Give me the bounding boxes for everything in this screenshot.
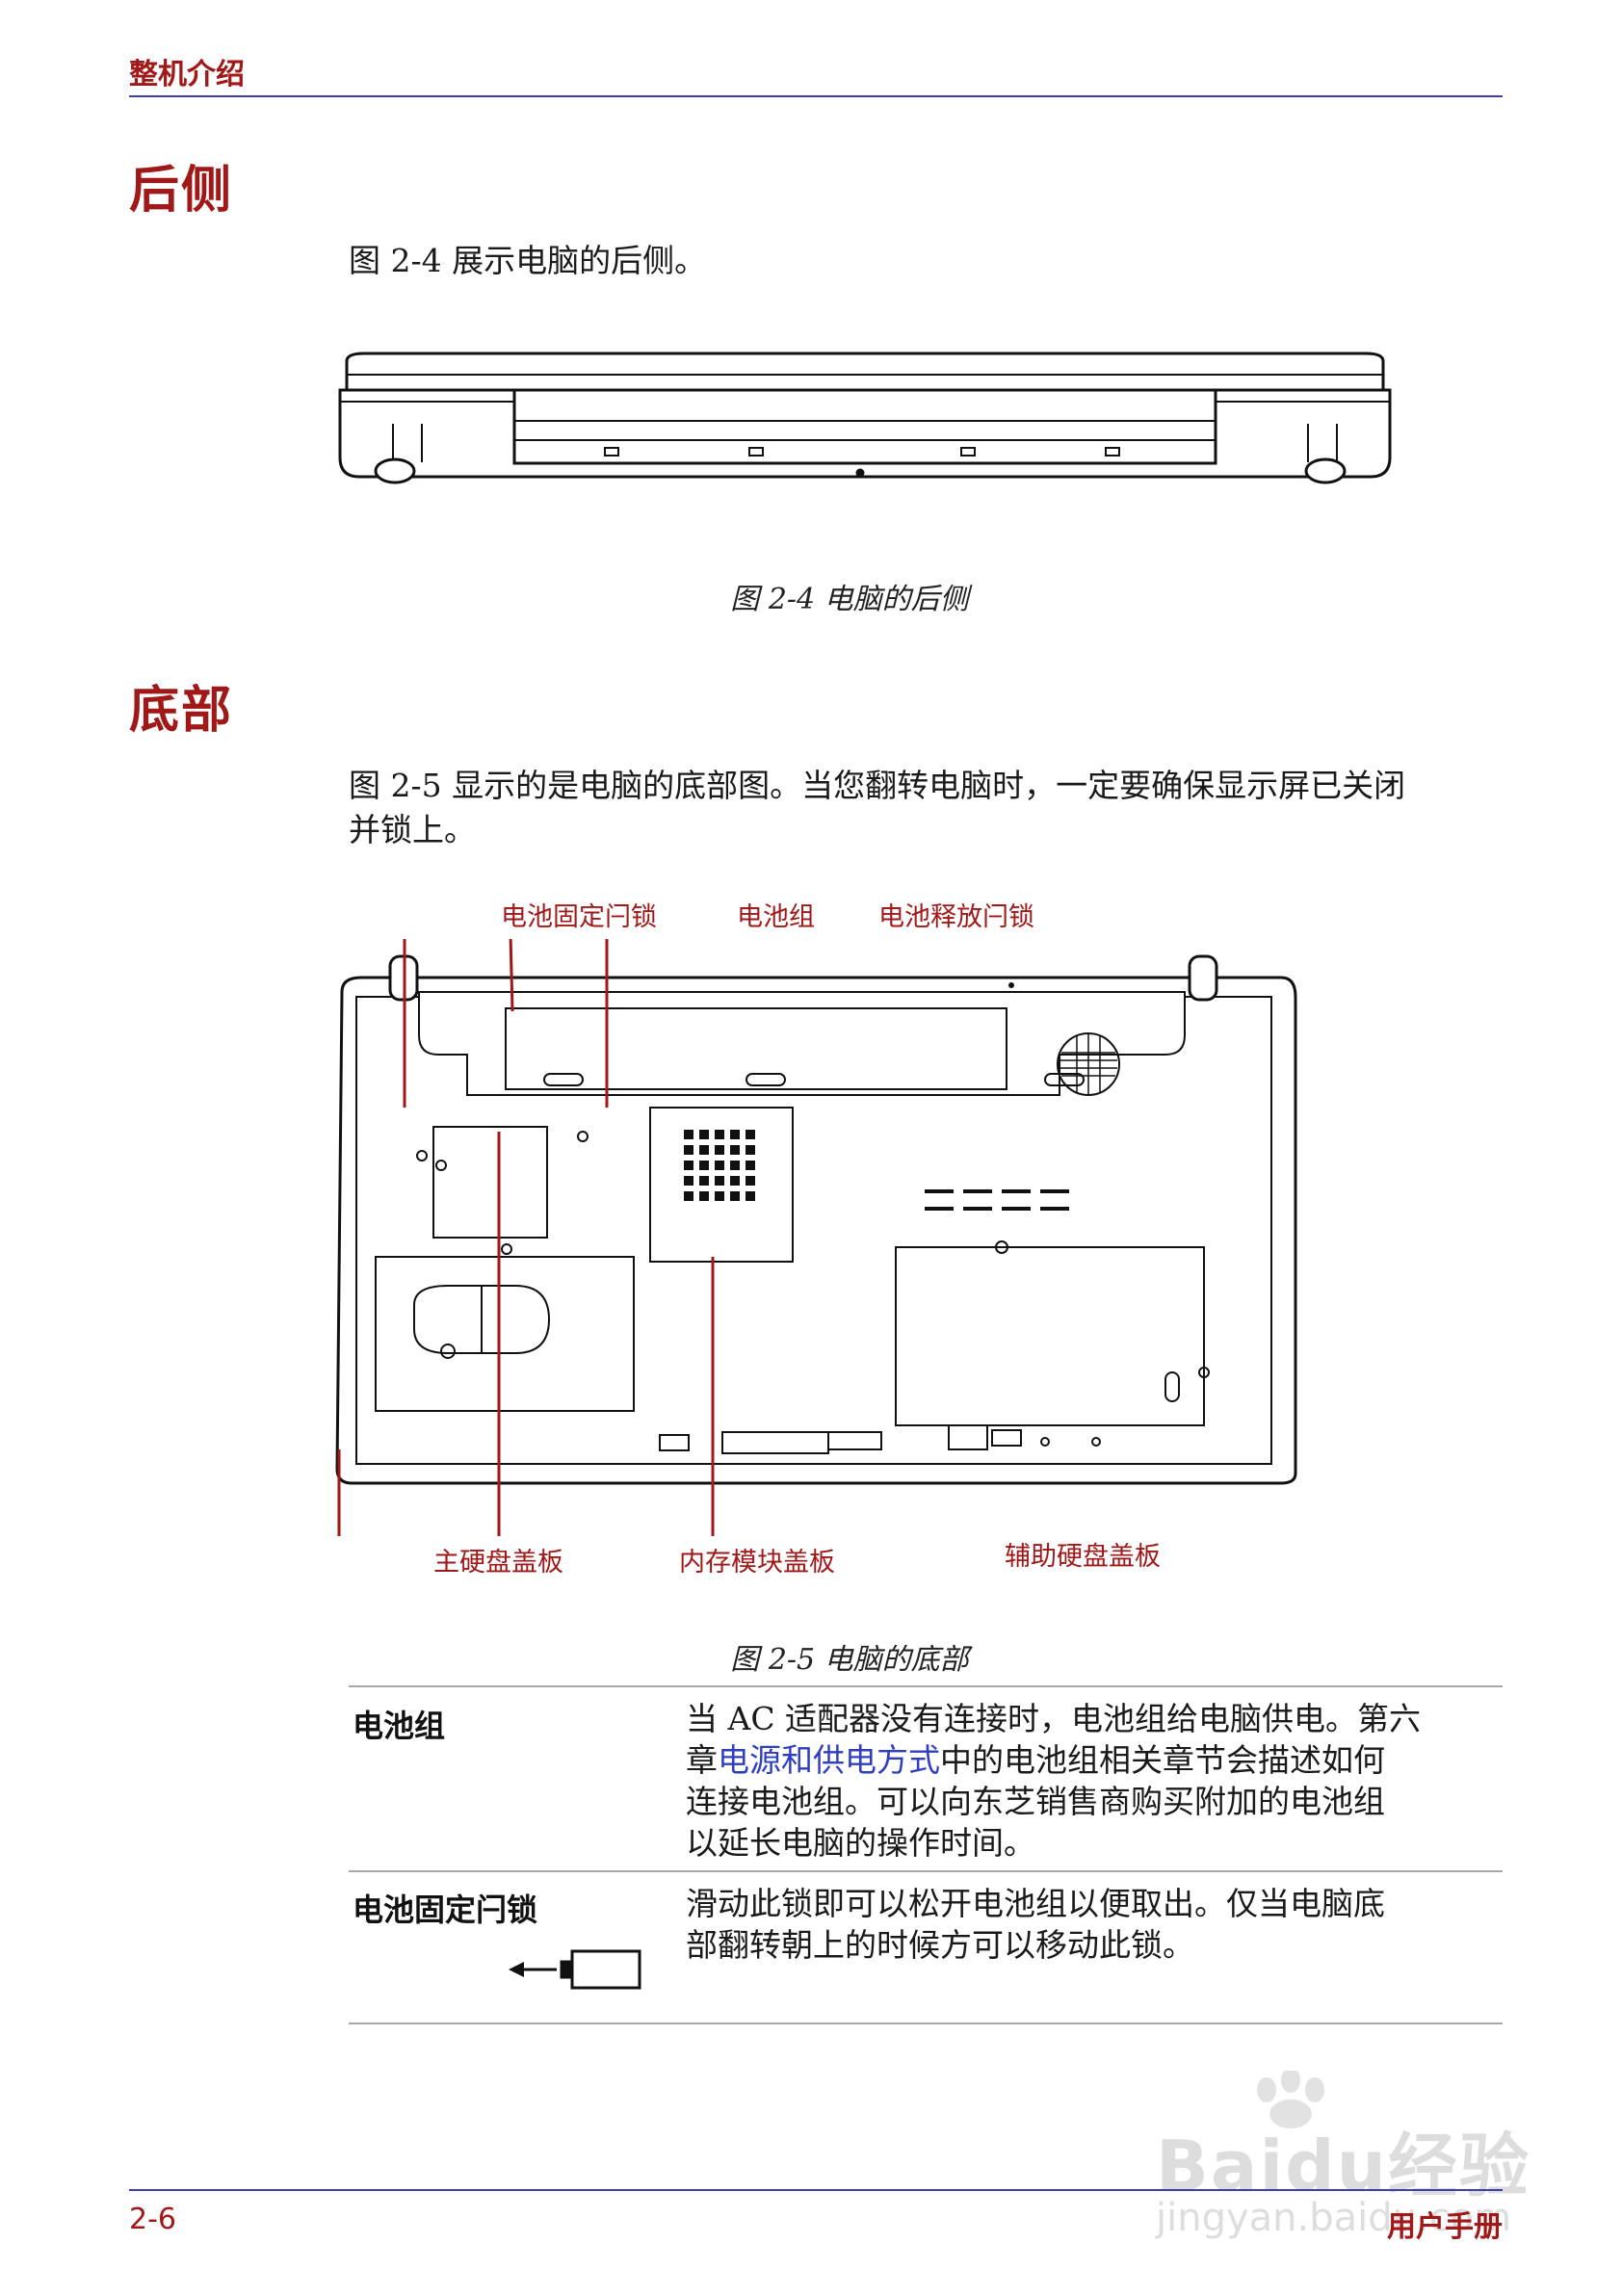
callout-memory-cover: 内存模块盖板 <box>679 1548 835 1578</box>
table-rule-mid <box>349 1870 1503 1872</box>
footer-rule <box>129 2189 1503 2191</box>
bottom-intro-line2: 并锁上。 <box>349 811 476 848</box>
desc-battery-pack-l3: 连接电池组。可以向东芝销售商购买附加的电池组 <box>686 1783 1385 1820</box>
term-battery-safety-lock: 电池固定闩锁 <box>353 1892 538 1928</box>
term-battery-pack: 电池组 <box>353 1708 446 1744</box>
link-power-chapter[interactable]: 电源和供电方式 <box>718 1741 940 1779</box>
callout-battery-pack: 电池组 <box>737 902 815 932</box>
page-number: 2-6 <box>129 2203 176 2236</box>
paw-icon <box>1257 2071 1324 2128</box>
lock-direction-icon <box>509 1949 641 1990</box>
section-heading-rear: 后侧 <box>129 162 234 220</box>
watermark-url: jingyan.baidu.com <box>1156 2196 1512 2240</box>
callout-secondary-hdd-cover: 辅助硬盘盖板 <box>1005 1542 1161 1572</box>
rear-intro: 图 2-4 展示电脑的后侧。 <box>349 242 707 279</box>
footer-title: 用户手册 <box>1387 2210 1503 2244</box>
desc-battery-safety-lock-l2: 部翻转朝上的时候方可以移动此锁。 <box>686 1926 1194 1964</box>
baidu-watermark: Baidu经验 jingyan.baidu.com <box>1146 2071 1551 2254</box>
watermark-brand: Baidu经验 <box>1156 2126 1530 2206</box>
header-rule <box>129 95 1503 97</box>
figure-caption-bottom: 图 2-5 电脑的底部 <box>730 1643 969 1677</box>
desc-battery-pack-l1: 当 AC 适配器没有连接时，电池组给电脑供电。第六 <box>686 1700 1422 1737</box>
table-rule-top <box>349 1685 1503 1687</box>
running-header: 整机介绍 <box>129 58 245 91</box>
desc-battery-pack-l2: 章电源和供电方式中的电池组相关章节会描述如何 <box>686 1741 1385 1779</box>
callout-battery-release-latch: 电池释放闩锁 <box>878 902 1034 932</box>
section-heading-bottom: 底部 <box>129 682 234 740</box>
table-rule-bottom <box>349 2022 1503 2024</box>
desc-battery-pack-l4: 以延长电脑的操作时间。 <box>686 1824 1035 1862</box>
figure-caption-rear: 图 2-4 电脑的后侧 <box>730 583 969 616</box>
callout-primary-hdd-cover: 主硬盘盖板 <box>433 1548 563 1578</box>
callout-battery-safety-lock: 电池固定闩锁 <box>501 902 657 932</box>
desc-battery-safety-lock-l1: 滑动此锁即可以松开电池组以便取出。仅当电脑底 <box>686 1885 1385 1922</box>
bottom-view-illustration <box>335 939 1297 1536</box>
bottom-intro-line1: 图 2-5 显示的是电脑的底部图。当您翻转电脑时，一定要确保显示屏已关闭 <box>349 767 1406 804</box>
rear-view-illustration <box>338 352 1392 484</box>
